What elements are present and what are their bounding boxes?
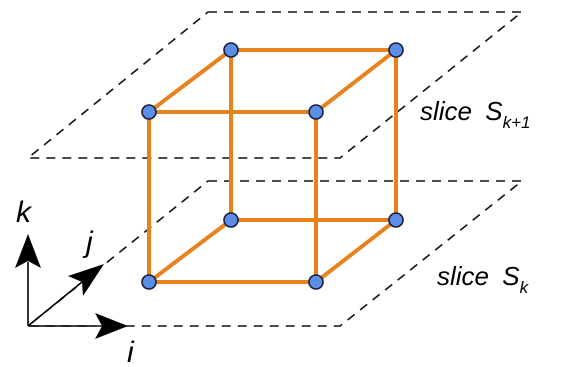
vertex-top-back-left	[223, 42, 239, 58]
lower-slice-label: slice Sk	[437, 261, 530, 297]
vertex-top-front-right	[308, 104, 324, 120]
cube-edges	[147, 48, 398, 284]
lower-slice-word: slice	[437, 261, 489, 291]
upper-slice-word: slice	[420, 96, 472, 126]
vertex-bottom-back-right	[388, 212, 404, 228]
i-axis-label: i	[127, 336, 135, 367]
lower-slice-symbol: S	[502, 261, 520, 291]
vertex-bottom-front-right	[308, 274, 324, 290]
vertex-top-back-right	[388, 42, 404, 58]
lower-slice-subscript: k	[520, 278, 530, 297]
cube-edge-top-left	[147, 48, 233, 114]
cube-edge-bottom-left	[147, 218, 233, 284]
k-axis-arrowhead	[15, 234, 41, 268]
k-axis-label: k	[16, 196, 33, 229]
upper-slice-subscript: k+1	[503, 113, 531, 132]
i-axis-arrowhead	[95, 313, 128, 339]
cube-vertices	[141, 42, 404, 290]
upper-slice-symbol: S	[485, 96, 503, 126]
vertex-bottom-front-left	[141, 274, 157, 290]
lower-slice-plane	[25, 180, 525, 327]
cube-edge-top-right	[314, 48, 398, 114]
j-axis-line	[27, 281, 83, 327]
cube-edge-bottom-right	[314, 218, 398, 284]
j-axis-arrowhead	[68, 264, 104, 296]
vertex-top-front-left	[141, 104, 157, 120]
coordinate-axes: k j i	[15, 196, 135, 367]
vertex-bottom-back-left	[223, 212, 239, 228]
upper-slice-plane	[25, 11, 525, 159]
j-axis-label: j	[82, 226, 94, 259]
upper-slice-label: slice Sk+1	[420, 96, 530, 132]
